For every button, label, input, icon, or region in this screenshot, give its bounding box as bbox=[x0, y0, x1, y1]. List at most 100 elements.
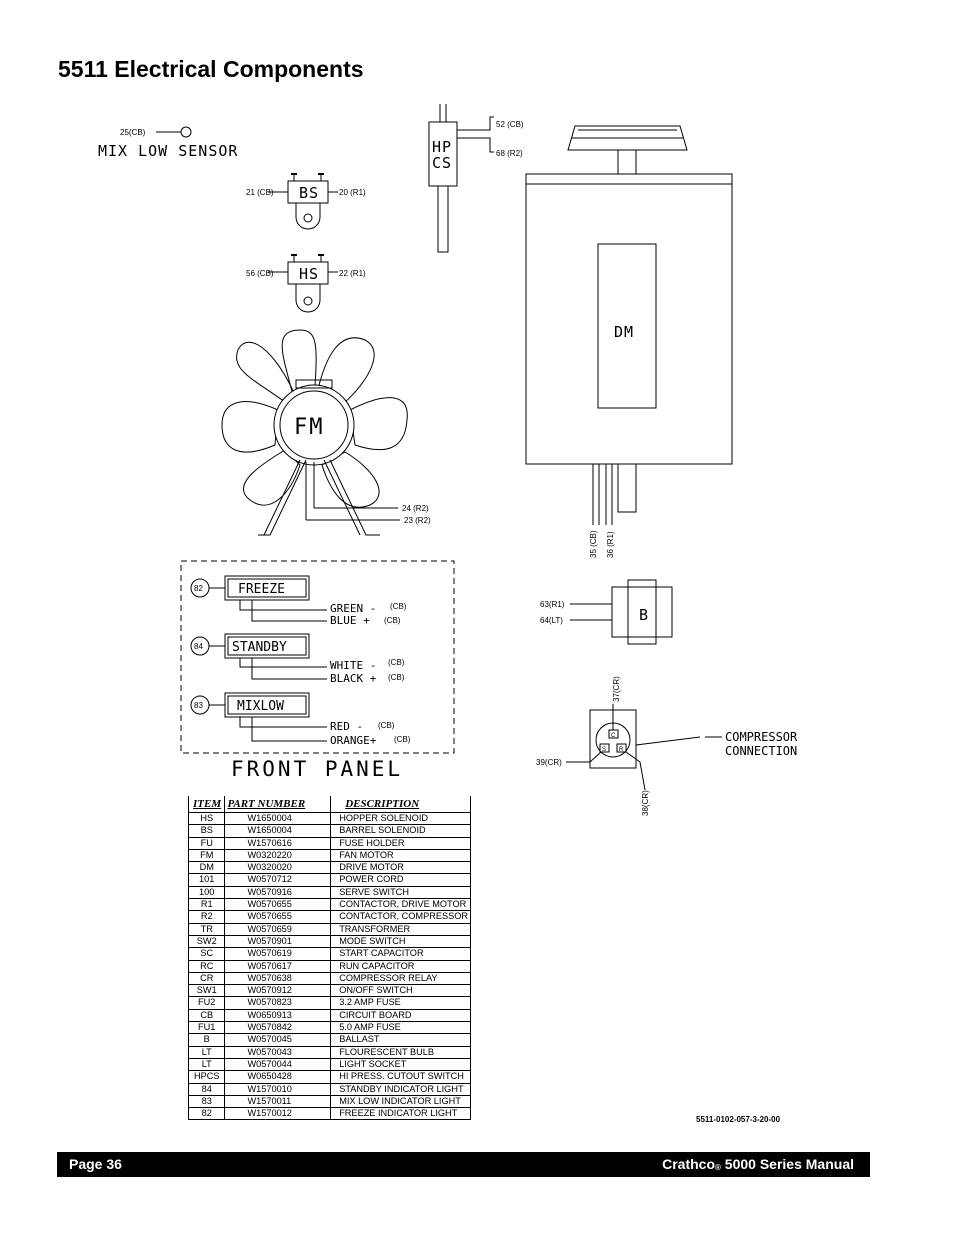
part-number-cell: W1570011 bbox=[224, 1095, 332, 1109]
part-number-cell: W0320020 bbox=[224, 861, 332, 875]
drive-motor bbox=[525, 125, 733, 525]
compressor-top-wire-label: 37(CR) bbox=[612, 676, 621, 702]
part-number-cell: W1650004 bbox=[224, 812, 332, 826]
panel-freeze-wire-1: GREEN - bbox=[330, 602, 376, 615]
part-number-cell: W0570901 bbox=[224, 935, 332, 949]
item-cell: SW1 bbox=[187, 984, 226, 998]
part-number-cell: W1570010 bbox=[224, 1083, 332, 1096]
part-number-cell: W0570712 bbox=[224, 873, 332, 887]
item-cell: 84 bbox=[187, 1083, 226, 1096]
description-cell: FLOURESCENT BULB bbox=[330, 1046, 471, 1059]
part-number-cell: W0570916 bbox=[224, 886, 332, 900]
mix-low-sensor bbox=[156, 126, 192, 138]
bs-left-wire-label: 21 (CB) bbox=[246, 188, 274, 197]
panel-num-82: 82 bbox=[194, 584, 203, 593]
item-cell: TR bbox=[187, 923, 226, 936]
compressor-connection bbox=[566, 704, 722, 791]
fm-label: FM bbox=[294, 415, 325, 440]
panel-freeze-label: FREEZE bbox=[238, 582, 285, 597]
panel-standby-wire-2: BLACK + bbox=[330, 672, 377, 685]
registered-mark: ® bbox=[715, 1163, 721, 1172]
fm-wire-1-label: 24 (R2) bbox=[402, 504, 429, 513]
part-number-cell: W0570638 bbox=[224, 972, 332, 986]
item-cell: SW2 bbox=[187, 935, 226, 949]
bs-label: BS bbox=[299, 184, 319, 202]
part-number-cell: W0570912 bbox=[224, 984, 332, 998]
table-header-description: DESCRIPTION bbox=[330, 796, 471, 813]
item-cell: LT bbox=[187, 1046, 226, 1059]
compressor-terminal-s: S bbox=[602, 747, 606, 753]
item-cell: SC bbox=[187, 947, 226, 961]
item-cell: HPCS bbox=[187, 1070, 226, 1084]
item-cell: BS bbox=[187, 824, 226, 838]
fm-wire-2-label: 23 (R2) bbox=[404, 516, 431, 525]
hs-label: HS bbox=[299, 265, 319, 283]
b-wire-1-label: 63(R1) bbox=[540, 600, 565, 609]
dm-wire-1-label: 35 (CB) bbox=[589, 530, 598, 558]
panel-mixlow-wire-2-code: (CB) bbox=[394, 735, 411, 744]
compressor-connection-label-2: CONNECTION bbox=[725, 744, 797, 758]
description-cell: BALLAST bbox=[330, 1033, 471, 1047]
part-number-cell: W0570044 bbox=[224, 1058, 332, 1072]
description-cell: TRANSFORMER bbox=[330, 923, 471, 936]
item-cell: HS bbox=[187, 812, 226, 826]
table-header-part-number: PART NUMBER bbox=[224, 796, 332, 813]
description-cell: MODE SWITCH bbox=[330, 935, 471, 949]
hopper-solenoid bbox=[268, 254, 338, 313]
description-cell: COMPRESSOR RELAY bbox=[330, 972, 471, 986]
compressor-connection-label-1: COMPRESSOR bbox=[725, 730, 798, 744]
item-cell: 101 bbox=[187, 873, 226, 887]
panel-freeze-wire-1-code: (CB) bbox=[390, 602, 407, 611]
item-cell: B bbox=[187, 1033, 226, 1047]
brand-name: Crathco bbox=[662, 1156, 716, 1172]
panel-mixlow-label: MIXLOW bbox=[237, 699, 284, 714]
description-cell: DRIVE MOTOR bbox=[330, 861, 471, 875]
drawing-code: 5511-0102-057-3-20-00 bbox=[696, 1115, 781, 1124]
hs-left-wire-label: 56 (CB) bbox=[246, 269, 274, 278]
front-panel-label: FRONT PANEL bbox=[231, 757, 403, 781]
item-cell: 83 bbox=[187, 1095, 226, 1109]
panel-freeze-wire-2: BLUE + bbox=[330, 614, 370, 627]
item-cell: FU bbox=[187, 837, 226, 850]
fan-motor bbox=[221, 329, 408, 536]
page-number: Page 36 bbox=[69, 1156, 122, 1172]
panel-mixlow-wire-1: RED - bbox=[330, 720, 363, 733]
hpcs-wire-1-label: 52 (CB) bbox=[496, 120, 524, 129]
compressor-terminal-c: C bbox=[611, 733, 616, 739]
panel-freeze-wire-2-code: (CB) bbox=[384, 616, 401, 625]
hpcs-label-2: CS bbox=[432, 154, 452, 172]
description-cell: CONTACTOR, DRIVE MOTOR bbox=[330, 898, 471, 912]
ballast bbox=[570, 579, 673, 645]
item-cell: FU1 bbox=[187, 1021, 226, 1035]
item-cell: CB bbox=[187, 1009, 226, 1023]
part-number-cell: W0570655 bbox=[224, 910, 332, 924]
page-footer: Page 36 Crathco® 5000 Series Manual bbox=[57, 1152, 870, 1177]
barrel-solenoid bbox=[268, 173, 338, 230]
dm-label: DM bbox=[614, 323, 634, 341]
description-cell: LIGHT SOCKET bbox=[330, 1058, 471, 1072]
manual-name: 5000 Series Manual bbox=[720, 1156, 854, 1172]
description-cell: MIX LOW INDICATOR LIGHT bbox=[330, 1095, 471, 1109]
description-cell: FREEZE INDICATOR LIGHT bbox=[330, 1107, 471, 1121]
hpcs-label-1: HP bbox=[432, 138, 452, 156]
page-title: 5511 Electrical Components bbox=[58, 56, 364, 82]
part-number-cell: W0570043 bbox=[224, 1046, 332, 1059]
bs-right-wire-label: 20 (R1) bbox=[339, 188, 366, 197]
panel-mixlow-wire-2: ORANGE+ bbox=[330, 734, 377, 747]
hpcs-wire-2-label: 68 (R2) bbox=[496, 149, 523, 158]
item-cell: 82 bbox=[187, 1107, 226, 1121]
